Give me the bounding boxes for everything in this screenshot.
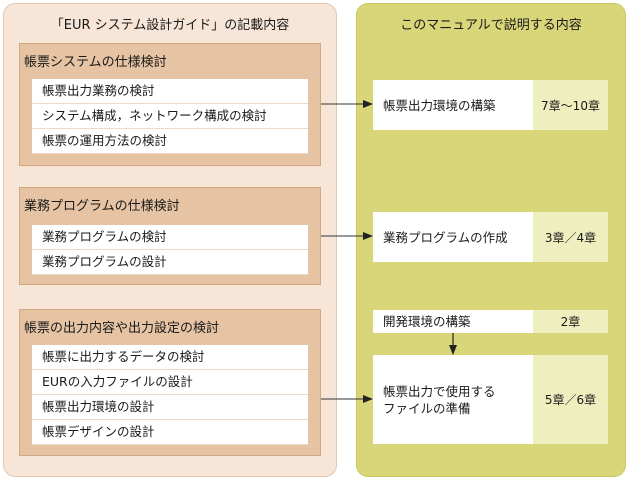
box-dev-environment-build: 開発環境の構築 2章 — [373, 310, 608, 333]
list-item: 帳票の運用方法の検討 — [32, 129, 308, 154]
item-list: 帳票出力業務の検討 システム構成，ネットワーク構成の検討 帳票の運用方法の検討 — [32, 79, 308, 154]
list-item: 業務プログラムの設計 — [32, 250, 308, 275]
chapter-ref: 2章 — [533, 310, 608, 333]
chapter-ref: 7章～10章 — [533, 80, 608, 130]
list-item: 帳票出力環境の設計 — [32, 395, 308, 420]
group-title: 帳票の出力内容や出力設定の検討 — [24, 321, 220, 336]
box-label-line2: ファイルの準備 — [383, 400, 471, 416]
box-label-line1: 帳票出力で使用する — [383, 383, 496, 399]
group-title: 帳票システムの仕様検討 — [24, 55, 167, 70]
list-item: 帳票出力業務の検討 — [32, 79, 308, 104]
item-list: 帳票に出力するデータの検討 EURの入力ファイルの設計 帳票出力環境の設計 帳票… — [32, 345, 308, 445]
chapter-ref: 3章／4章 — [533, 212, 608, 262]
left-panel-title: 「EUR システム設計ガイド」の記載内容 — [50, 18, 290, 33]
box-label: 業務プログラムの作成 — [373, 212, 533, 262]
list-item: システム構成，ネットワーク構成の検討 — [32, 104, 308, 129]
box-business-program-create: 業務プログラムの作成 3章／4章 — [373, 212, 608, 262]
chapter-ref: 5章／6章 — [533, 355, 608, 444]
list-item: 帳票デザインの設計 — [32, 420, 308, 445]
box-output-environment-build: 帳票出力環境の構築 7章～10章 — [373, 80, 608, 130]
group-title: 業務プログラムの仕様検討 — [24, 199, 180, 214]
group-report-system-spec: 帳票システムの仕様検討 帳票出力業務の検討 システム構成，ネットワーク構成の検討… — [19, 43, 321, 166]
list-item: EURの入力ファイルの設計 — [32, 370, 308, 395]
item-list: 業務プログラムの検討 業務プログラムの設計 — [32, 225, 308, 275]
right-panel-title: このマニュアルで説明する内容 — [400, 18, 582, 33]
list-item: 帳票に出力するデータの検討 — [32, 345, 308, 370]
box-label: 帳票出力で使用する ファイルの準備 — [373, 355, 533, 444]
group-output-content-settings: 帳票の出力内容や出力設定の検討 帳票に出力するデータの検討 EURの入力ファイル… — [19, 309, 321, 456]
list-item: 業務プログラムの検討 — [32, 225, 308, 250]
box-label: 帳票出力環境の構築 — [373, 80, 533, 130]
box-label: 開発環境の構築 — [373, 310, 533, 333]
box-file-preparation: 帳票出力で使用する ファイルの準備 5章／6章 — [373, 355, 608, 444]
group-business-program-spec: 業務プログラムの仕様検討 業務プログラムの検討 業務プログラムの設計 — [19, 187, 321, 285]
